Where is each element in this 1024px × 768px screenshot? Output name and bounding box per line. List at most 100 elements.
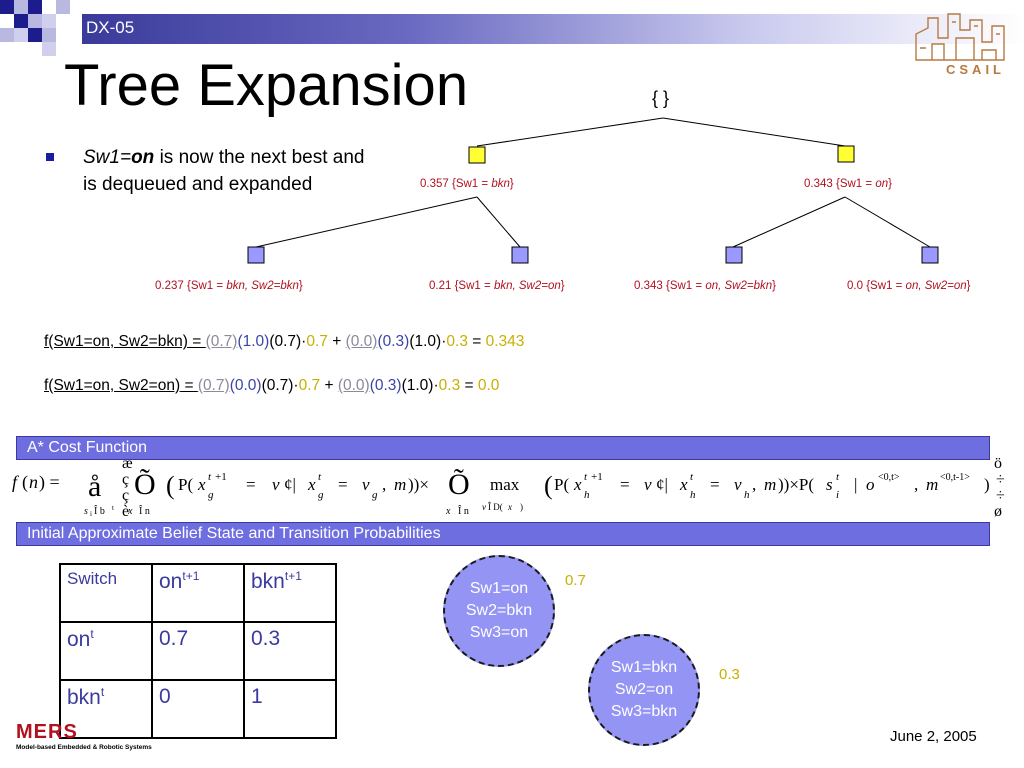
- section-cost-function: A* Cost Function: [16, 436, 990, 460]
- svg-text:m: m: [394, 475, 406, 494]
- svg-text:x: x: [445, 506, 451, 517]
- svg-text:x: x: [573, 475, 582, 494]
- svg-text:,: ,: [382, 475, 386, 494]
- svg-text:s: s: [84, 506, 88, 517]
- svg-text:=: =: [620, 475, 630, 494]
- bullet-text: Sw1=on is now the next best and is deque…: [83, 144, 373, 198]
- decor-square-1: [0, 0, 14, 14]
- bullet-eq: =: [119, 147, 132, 168]
- svg-text:t: t: [318, 471, 322, 483]
- table-header-on: ont+1: [151, 563, 245, 623]
- svg-text:t: t: [690, 471, 694, 483]
- svg-text:x: x: [679, 475, 688, 494]
- svg-text:f: f: [12, 472, 20, 492]
- bullet-rest: is now the next best and is dequeued and…: [83, 147, 365, 195]
- tree-label-on-on: 0.0 {Sw1 = on, Sw2=on}: [847, 280, 971, 292]
- svg-text:))×: ))×: [408, 475, 429, 494]
- belief-state-1-prob: 0.7: [565, 572, 586, 589]
- decor-square-2: [14, 0, 28, 14]
- tree-node-on-on: [921, 246, 939, 264]
- svg-text:n: n: [29, 472, 38, 492]
- belief-state-2-prob: 0.3: [719, 666, 740, 683]
- slide-date: June 2, 2005: [890, 728, 977, 745]
- svg-text:å: å: [88, 470, 101, 503]
- bullet-sw1: Sw1: [83, 147, 120, 168]
- svg-text:,: ,: [752, 475, 756, 494]
- svg-text:g: g: [318, 489, 324, 501]
- svg-text:m: m: [926, 475, 938, 494]
- decor-square-12: [42, 42, 56, 56]
- svg-text:¢|: ¢|: [284, 475, 296, 494]
- belief-state-2: Sw1=bkn Sw2=on Sw3=bkn: [588, 634, 700, 746]
- svg-text:))×P(: ))×P(: [778, 475, 814, 494]
- decor-square-3: [28, 0, 42, 14]
- slide-title: Tree Expansion: [64, 53, 469, 118]
- bullet-marker: [46, 153, 54, 161]
- svg-text:æ: æ: [122, 455, 133, 472]
- svg-text:<0,t-1>: <0,t-1>: [940, 472, 970, 483]
- svg-text:¢|: ¢|: [656, 475, 668, 494]
- svg-text:ö: ö: [994, 455, 1002, 472]
- decor-square-5: [14, 14, 28, 28]
- deck-code: DX-05: [86, 18, 135, 37]
- svg-text:t: t: [112, 504, 114, 512]
- svg-text:g: g: [208, 489, 214, 501]
- csail-building-icon: [915, 13, 1005, 61]
- table-cell: 1: [243, 679, 337, 739]
- svg-text:=: =: [710, 475, 720, 494]
- svg-text:ç: ç: [122, 487, 129, 504]
- svg-text:+1: +1: [215, 471, 227, 483]
- svg-text:P(: P(: [178, 475, 193, 494]
- tree-node-on: [837, 145, 855, 163]
- decor-square-9: [14, 28, 28, 42]
- svg-text:h: h: [584, 489, 590, 501]
- svg-text:è: è: [122, 503, 129, 520]
- table-row-label: ont: [59, 621, 153, 681]
- mers-logo-text: MERS: [16, 721, 78, 743]
- svg-text:(: (: [22, 472, 28, 493]
- transition-table: Switch ont+1 bknt+1 ont 0.7 0.3 bknt 0 1: [59, 563, 337, 739]
- table-header-row: Switch ont+1 bknt+1: [59, 563, 337, 623]
- tree-node-bkn: [468, 146, 486, 164]
- svg-text:<0,t>: <0,t>: [878, 472, 900, 483]
- belief-state-1: Sw1=on Sw2=bkn Sw3=on: [443, 555, 555, 667]
- svg-text:s: s: [826, 475, 833, 494]
- decor-square-7: [42, 14, 56, 28]
- svg-text:v: v: [362, 475, 370, 494]
- tree-node-bkn-bkn: [247, 246, 265, 264]
- svg-text:,: ,: [914, 475, 918, 494]
- svg-text:ç: ç: [122, 471, 129, 488]
- svg-text:(: (: [544, 471, 553, 500]
- formula-line-2: f(Sw1=on, Sw2=on) = (0.7)(0.0)(0.7)·0.7 …: [44, 377, 500, 394]
- svg-text:t: t: [208, 471, 212, 483]
- csail-logo: CSAIL: [912, 8, 1012, 80]
- section-initial-belief: Initial Approximate Belief State and Tra…: [16, 522, 990, 546]
- tree-node-on-bkn: [725, 246, 743, 264]
- svg-text:): ): [984, 475, 990, 494]
- svg-text:÷: ÷: [996, 487, 1005, 504]
- tree-label-bkn: 0.357 {Sw1 = bkn}: [420, 178, 514, 190]
- header-banner: [82, 14, 1024, 44]
- svg-text:(: (: [166, 471, 175, 500]
- table-cell: 0: [151, 679, 245, 739]
- svg-text:t: t: [584, 471, 588, 483]
- cost-function-equation: f ( n ) = å s i Î b t æ ç ç è Õ x Î n ( …: [12, 455, 1005, 520]
- tree-label-bkn-bkn: 0.237 {Sw1 = bkn, Sw2=bkn}: [155, 280, 303, 292]
- svg-text:x: x: [507, 502, 512, 512]
- tree-label-on: 0.343 {Sw1 = on}: [804, 178, 892, 190]
- table-cell: 0.7: [151, 621, 245, 681]
- csail-logo-text: CSAIL: [946, 62, 1005, 77]
- tree-node-bkn-on: [511, 246, 529, 264]
- formula-line-1: f(Sw1=on, Sw2=bkn) = (0.7)(1.0)(0.7)·0.7…: [44, 333, 525, 350]
- svg-text:v: v: [734, 475, 742, 494]
- svg-text:Î D(: Î D(: [488, 502, 503, 512]
- svg-text:i: i: [836, 489, 839, 501]
- svg-text:i: i: [90, 510, 92, 518]
- svg-text:m: m: [764, 475, 776, 494]
- table-cell: 0.3: [243, 621, 337, 681]
- tree-label-on-bkn: 0.343 {Sw1 = on, Sw2=bkn}: [634, 280, 776, 292]
- table-header-switch: Switch: [59, 563, 153, 623]
- tree-root: { }: [652, 88, 670, 108]
- decor-square-6: [28, 14, 42, 28]
- table-header-bkn: bknt+1: [243, 563, 337, 623]
